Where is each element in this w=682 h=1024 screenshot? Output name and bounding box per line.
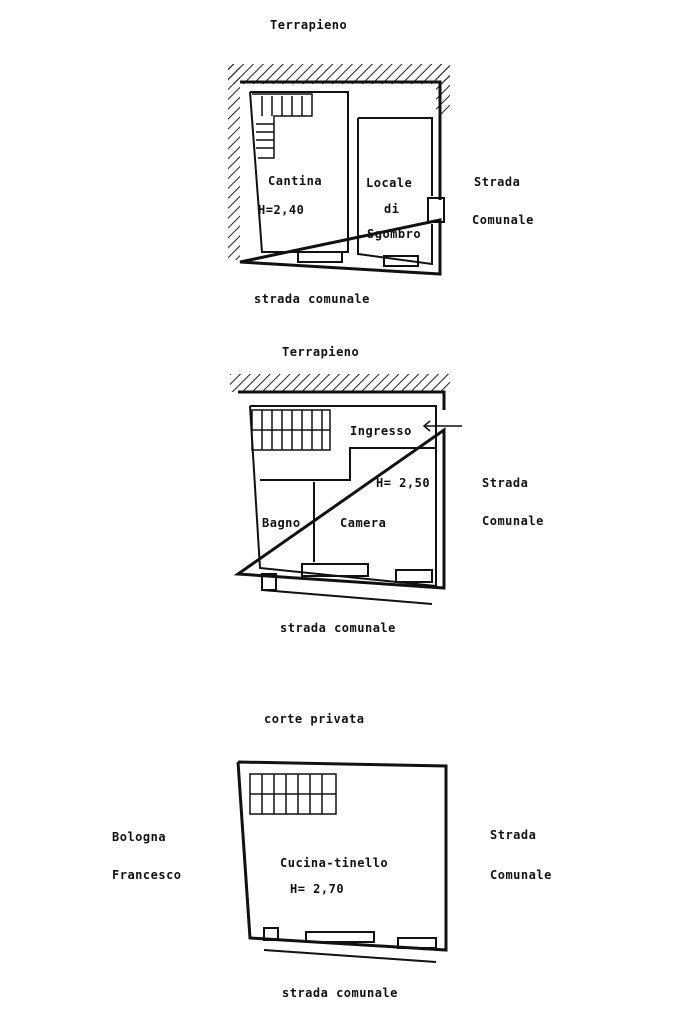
basement-stairs [252, 93, 313, 159]
terrapieno-hatch-top [228, 64, 450, 84]
first-right-label-2: Comunale [490, 868, 552, 882]
first-bottom-label: strada comunale [282, 986, 398, 1000]
ingresso-label: Ingresso [350, 424, 412, 438]
locale-label-3: Sgombro [367, 227, 422, 241]
cantina-height-label: H=2,40 [258, 203, 305, 217]
cucina-label: Cucina-tinello [280, 856, 389, 870]
ground-inner-walls [249, 405, 437, 588]
ground-stairs [251, 409, 331, 451]
locale-label-1: Locale [366, 176, 413, 190]
ground-right-label-1: Strada [482, 476, 529, 490]
first-windows [263, 927, 437, 963]
first-outer-wall [236, 760, 448, 952]
ground-plan [230, 374, 462, 605]
ground-outer-wall [233, 390, 446, 590]
ground-windows [261, 563, 433, 605]
first-stairs [249, 773, 337, 815]
first-right-label-1: Strada [490, 828, 537, 842]
terrapieno-hatch-left [228, 64, 240, 260]
ground-bottom-label: strada comunale [280, 621, 396, 635]
basement-top-label: Terrapieno [270, 18, 348, 32]
first-height-label: H= 2,70 [290, 882, 345, 896]
entrance-arrow [422, 420, 462, 432]
first-left-label-2: Francesco [112, 868, 182, 882]
first-top-label: corte privata [264, 712, 365, 726]
ground-top-label: Terrapieno [282, 345, 360, 359]
ground-right-label-2: Comunale [482, 514, 544, 528]
cantina-label: Cantina [268, 174, 323, 188]
basement-bottom-label: strada comunale [254, 292, 370, 306]
basement-outer-wall [239, 80, 442, 276]
basement-right-label-1: Strada [474, 175, 521, 189]
cantina-walls [249, 91, 349, 253]
basement-windows [297, 197, 445, 267]
first-left-label-1: Bologna [112, 830, 167, 844]
locale-label-2: di [384, 202, 400, 216]
bagno-label: Bagno [262, 516, 301, 530]
basement-plan [228, 64, 450, 276]
first-plan [236, 760, 448, 963]
basement-right-label-2: Comunale [472, 213, 534, 227]
terrapieno-hatch-right [436, 64, 450, 114]
camera-label: Camera [340, 516, 387, 530]
locale-walls [357, 117, 433, 266]
ground-height-label: H= 2,50 [376, 476, 431, 490]
terrapieno-hatch [230, 374, 450, 392]
